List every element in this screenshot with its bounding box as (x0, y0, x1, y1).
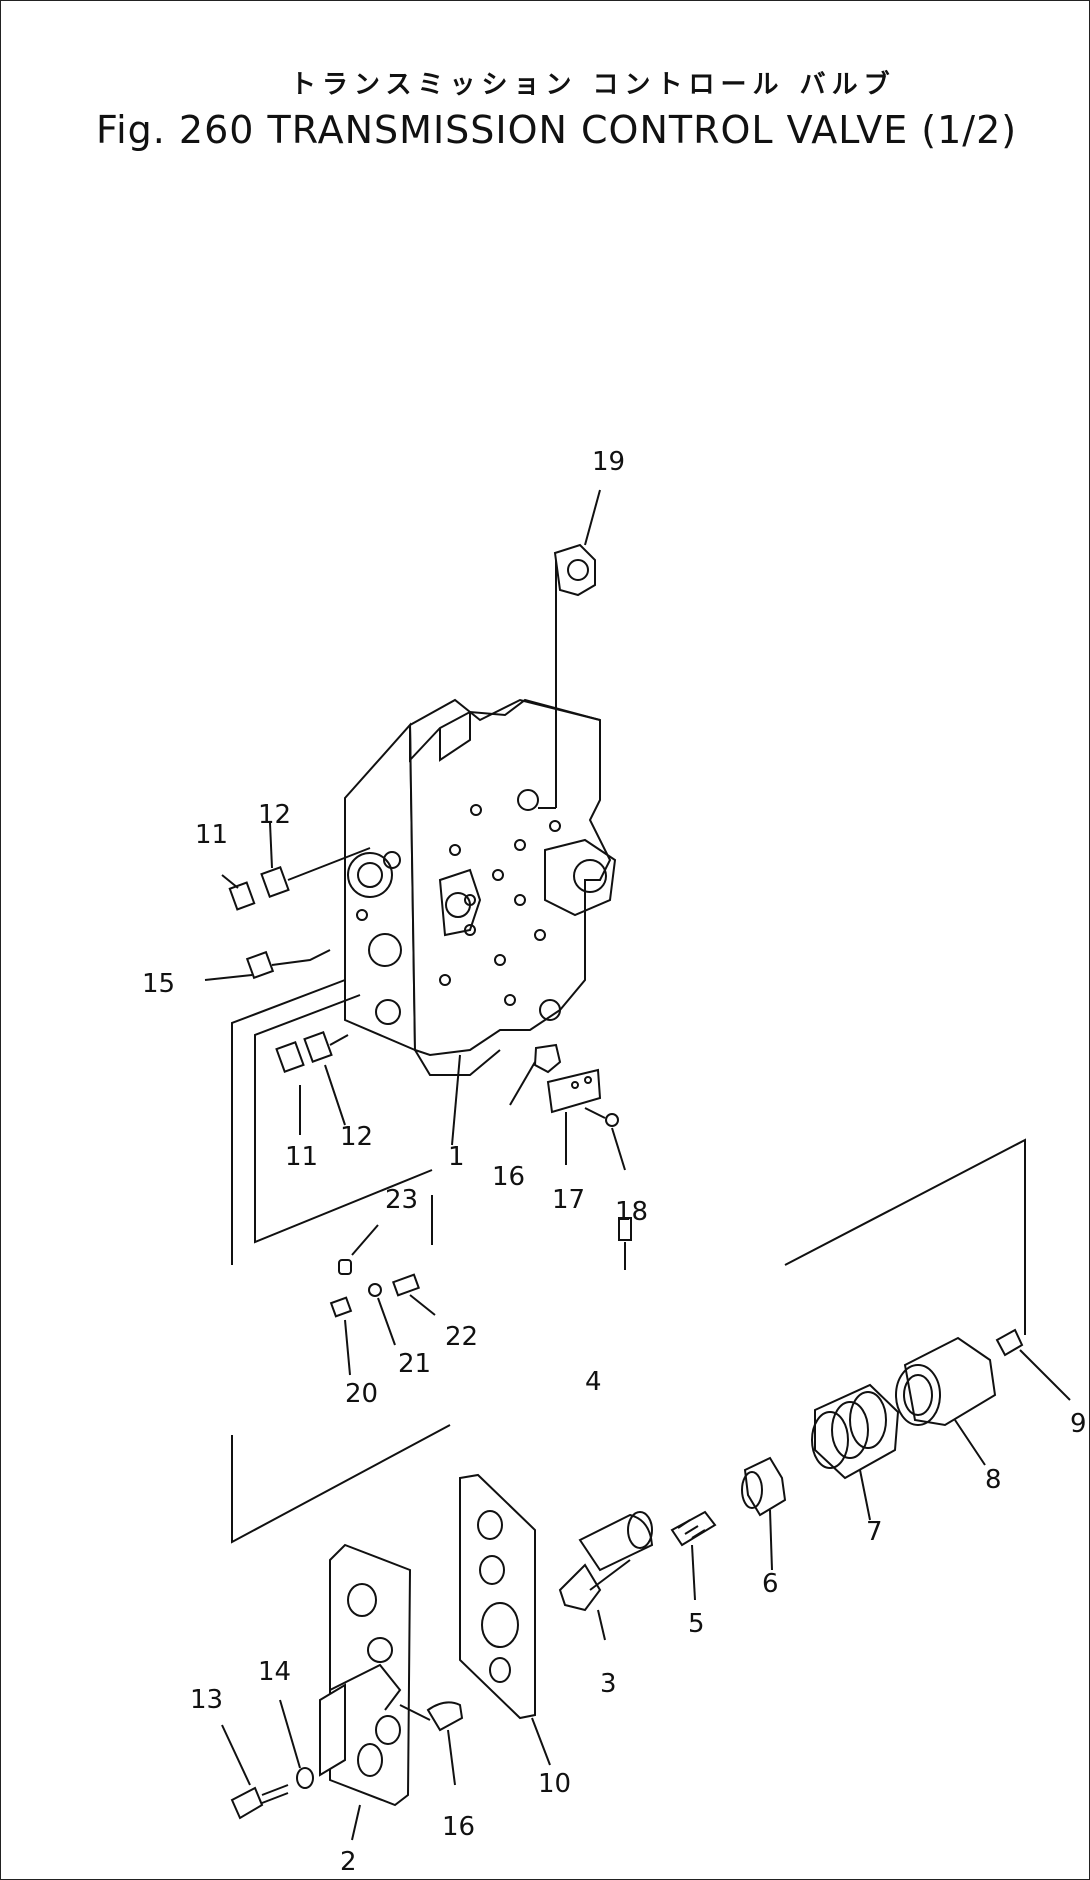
part-number-labels: 19 11 12 15 11 12 1 16 17 18 23 22 21 20… (142, 447, 1087, 1877)
plugs-upper-left (204, 822, 371, 981)
label-5: 5 (688, 1609, 705, 1639)
valve-body-part-1 (344, 698, 617, 1076)
label-23: 23 (385, 1185, 418, 1215)
label-15: 15 (142, 969, 175, 999)
plug-part-9 (995, 1328, 1071, 1401)
label-14: 14 (258, 1657, 291, 1687)
label-11: 11 (195, 820, 228, 850)
label-11: 11 (285, 1142, 318, 1172)
switch-part-19 (538, 489, 601, 809)
spring-part-7 (811, 1383, 900, 1521)
label-18: 18 (615, 1197, 648, 1227)
label-7: 7 (866, 1517, 883, 1547)
label-3: 3 (600, 1669, 617, 1699)
label-4: 4 (585, 1367, 602, 1397)
diagram-title: Fig. 260 TRANSMISSION CONTROL VALVE (1/2… (96, 108, 1018, 152)
leader-lines-right (784, 1138, 1026, 1335)
label-13: 13 (190, 1685, 223, 1715)
label-2: 2 (340, 1847, 357, 1877)
parts-16-17-18 (509, 1043, 626, 1171)
housing-part-8 (895, 1336, 997, 1466)
label-22: 22 (445, 1322, 478, 1352)
label-12: 12 (340, 1122, 373, 1152)
label-10: 10 (538, 1769, 571, 1799)
cover-part-2 (221, 1543, 464, 1841)
spring-part-6 (741, 1456, 787, 1571)
spool-part-3 (558, 1217, 654, 1641)
plugs-lower-left (275, 1031, 349, 1135)
label-20: 20 (345, 1379, 378, 1409)
label-21: 21 (398, 1349, 431, 1379)
label-1: 1 (448, 1142, 465, 1172)
leader-lines-left (231, 979, 461, 1544)
label-8: 8 (985, 1465, 1002, 1495)
diagram-title-japanese: トランスミッション コントロール バルブ (290, 70, 896, 100)
label-19: 19 (592, 447, 625, 477)
label-12: 12 (258, 800, 291, 830)
spring-part-5 (670, 1510, 717, 1601)
label-6: 6 (762, 1569, 779, 1599)
label-17: 17 (552, 1185, 585, 1215)
plate-part-10 (459, 1473, 551, 1766)
parts-20-21-22-23 (329, 1224, 436, 1376)
label-16: 16 (442, 1812, 475, 1842)
label-16: 16 (492, 1162, 525, 1192)
label-9: 9 (1070, 1409, 1087, 1439)
